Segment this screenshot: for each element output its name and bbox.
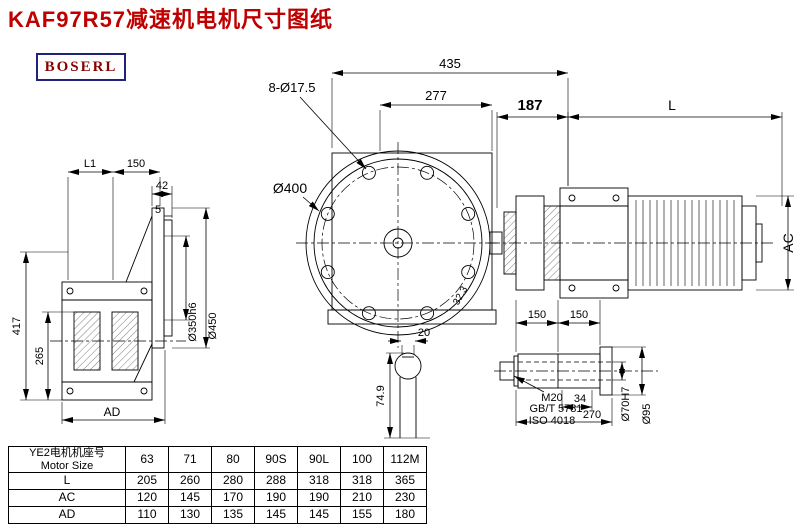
dim-150a: 150: [528, 309, 546, 321]
logo-text: BOSERL: [44, 58, 118, 75]
table-cell: 155: [340, 506, 384, 524]
table-cell: 205: [125, 472, 169, 491]
dim-435: 435: [439, 56, 461, 71]
dim-bolt-holes: 8-Ø17.5: [269, 80, 316, 95]
side-view: 187 L AC: [488, 97, 796, 299]
col-header: 80: [211, 445, 255, 474]
header-motor-size: YE2电机机座号 Motor Size: [8, 445, 126, 474]
table-header-row: YE2电机机座号 Motor Size 63 71 80 90S 90L 100…: [8, 445, 427, 474]
table-cell: 288: [254, 472, 298, 491]
table-cell: 365: [383, 472, 427, 491]
table-cell: 145: [168, 489, 212, 508]
table-row-L: L 205 260 280 288 318 318 365: [8, 472, 427, 491]
table-cell: 110: [125, 506, 169, 524]
front-view: 435 277 8-Ø17.5 Ø400 32.3 20 74.9: [269, 56, 569, 439]
dim-70H7: Ø70H7: [620, 387, 632, 422]
dim-265: 265: [34, 347, 46, 365]
thread-label: M20: [541, 392, 562, 404]
table-cell: 318: [297, 472, 341, 491]
dim-AD: AD: [104, 405, 121, 419]
page-title: KAF97R57减速机电机尺寸图纸: [8, 7, 334, 32]
dim-400: Ø400: [273, 180, 307, 196]
table-cell: 135: [211, 506, 255, 524]
table-cell: 145: [297, 506, 341, 524]
dim-AC: AC: [780, 233, 796, 252]
motor-fins: [635, 200, 735, 286]
table-cell: 120: [125, 489, 169, 508]
dim-L: L: [668, 97, 676, 113]
table-cell: 190: [297, 489, 341, 508]
dia400-leader: [302, 196, 320, 212]
standard-iso: ISO 4018: [529, 415, 575, 427]
left-view: L1 150 42 5 417 265 AD Ø350h6 Ø450: [11, 158, 219, 424]
dim-187: 187: [517, 97, 542, 114]
table-cell: 130: [168, 506, 212, 524]
dim-34: 34: [574, 393, 586, 405]
dim-42: 42: [156, 180, 168, 192]
header-cn: YE2电机机座号: [29, 447, 105, 459]
row-label: L: [8, 472, 126, 491]
dim-417: 417: [11, 317, 23, 335]
table-cell: 190: [254, 489, 298, 508]
dim-L1: L1: [84, 158, 96, 170]
dim-450: Ø450: [207, 313, 219, 340]
dim-270: 270: [583, 409, 601, 421]
dim-350h6: Ø350h6: [187, 302, 199, 341]
dim-74-9: 74.9: [375, 385, 387, 406]
header-en: Motor Size: [40, 459, 94, 472]
col-header: 112M: [383, 445, 427, 474]
motor-size-table: YE2电机机座号 Motor Size 63 71 80 90S 90L 100…: [8, 445, 427, 524]
housing-outline: [331, 152, 493, 311]
dim-20: 20: [418, 327, 430, 339]
m20-leader: [513, 375, 545, 393]
table-row-AD: AD 110 130 135 145 145 155 180: [8, 506, 427, 524]
bolt-circle: [321, 166, 475, 320]
row-label: AC: [8, 489, 126, 508]
boserl-logo: BOSERL: [36, 53, 126, 81]
table-cell: 260: [168, 472, 212, 491]
dim-150: 150: [127, 158, 145, 170]
table-row-AC: AC 120 145 170 190 190 210 230: [8, 489, 427, 508]
table-cell: 318: [340, 472, 384, 491]
col-header: 100: [340, 445, 384, 474]
dim-277: 277: [425, 88, 447, 103]
table-cell: 145: [254, 506, 298, 524]
col-header: 90S: [254, 445, 298, 474]
housing-base: [327, 309, 497, 325]
dim-5: 5: [155, 204, 161, 216]
table-cell: 280: [211, 472, 255, 491]
col-header: 63: [125, 445, 169, 474]
row-label: AD: [8, 506, 126, 524]
shaft-section-circle: [394, 352, 422, 380]
dim-95: Ø95: [641, 404, 653, 425]
col-header: 71: [168, 445, 212, 474]
table-cell: 210: [340, 489, 384, 508]
dim-150b: 150: [570, 309, 588, 321]
table-cell: 230: [383, 489, 427, 508]
table-cell: 180: [383, 506, 427, 524]
table-cell: 170: [211, 489, 255, 508]
bolt-hole-leader: [299, 96, 367, 170]
col-header: 90L: [297, 445, 341, 474]
output-flange-plate: [151, 207, 165, 349]
shaft-detail: 150 150 M20 GB/T 5781 ISO 4018 34 270 Ø7…: [494, 300, 658, 427]
